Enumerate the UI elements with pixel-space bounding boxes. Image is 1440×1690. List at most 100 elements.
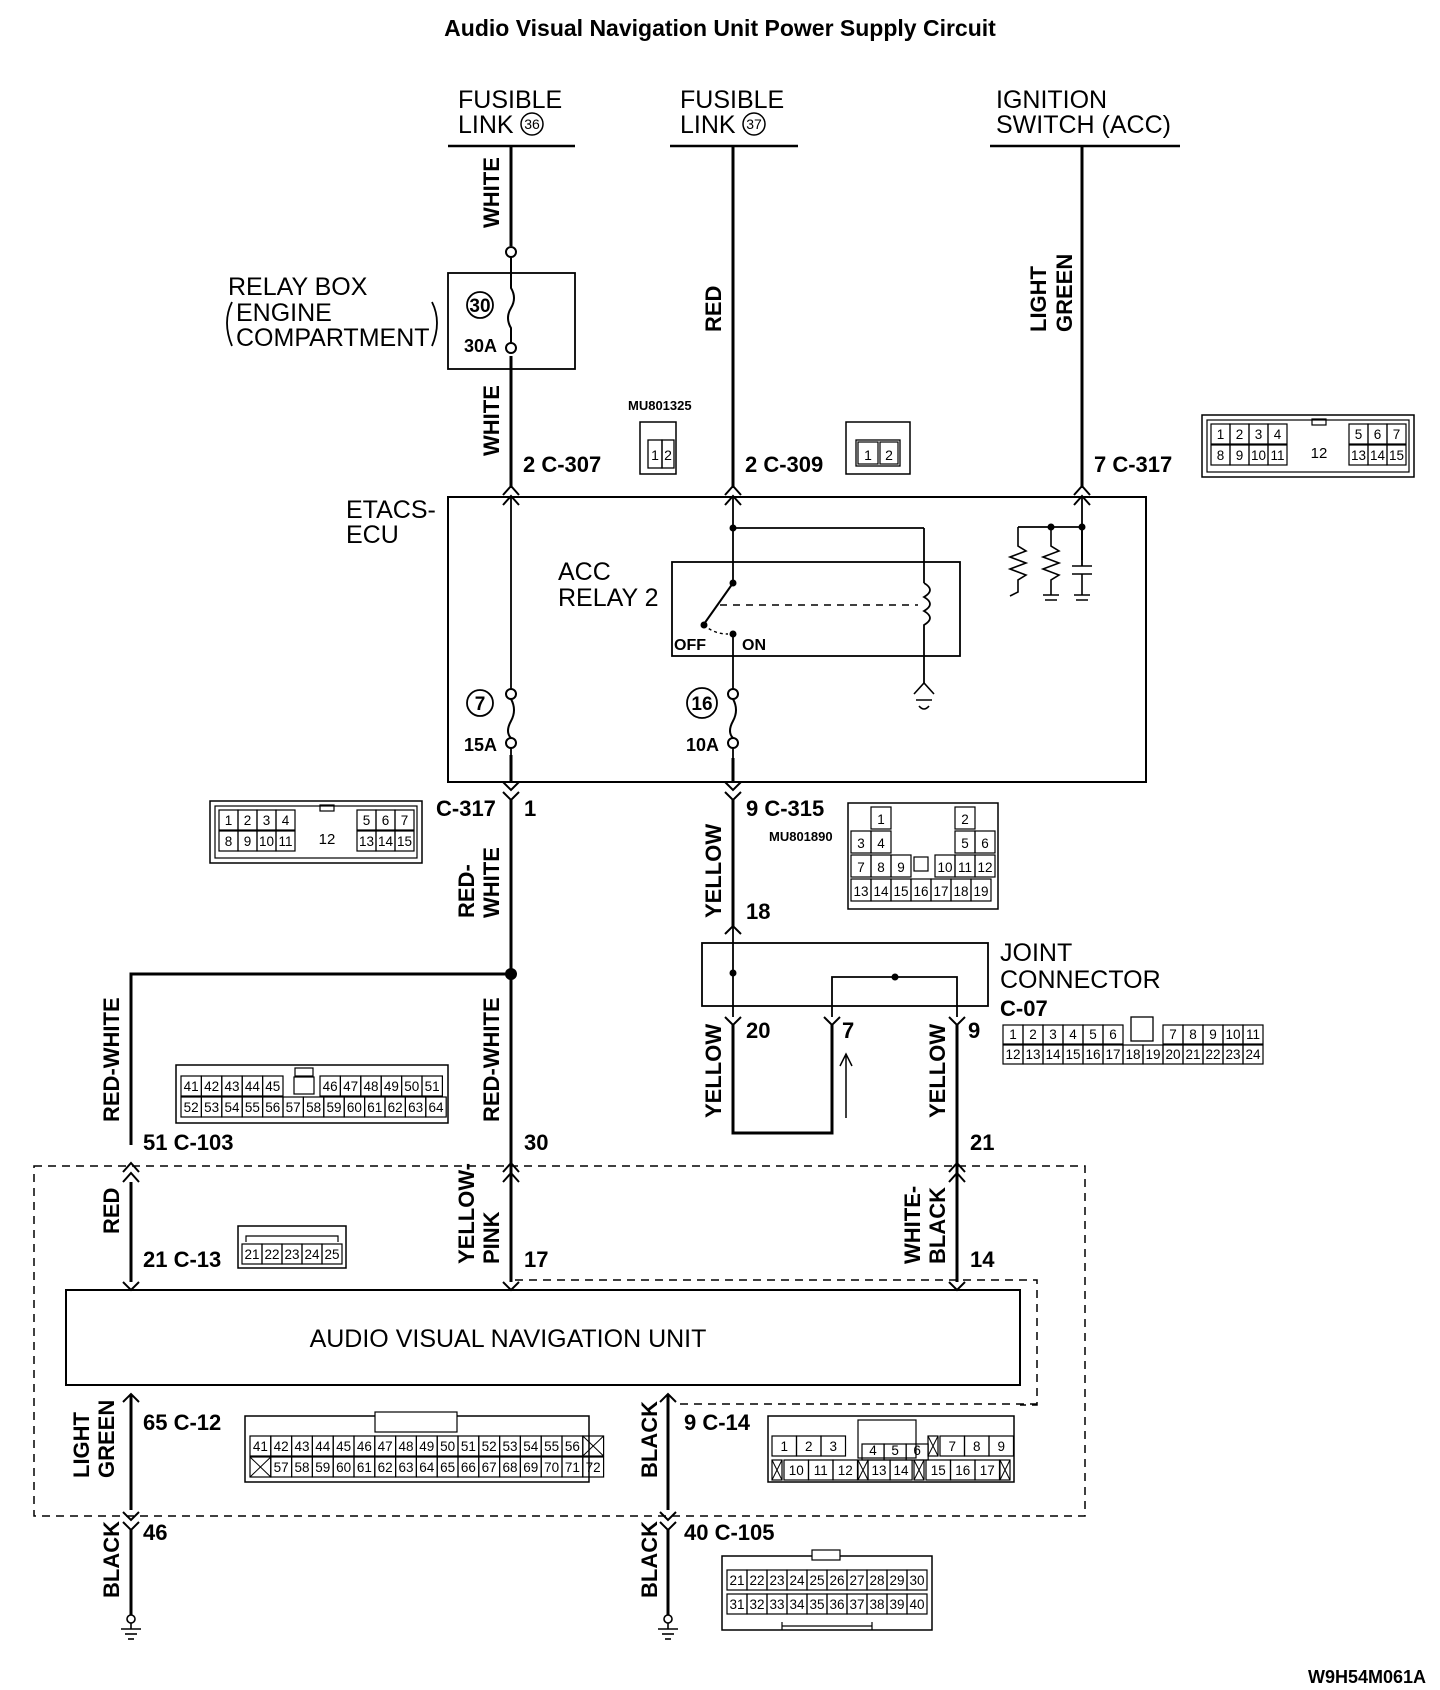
c12-pin-60: 60	[336, 1460, 351, 1475]
c317-bottom-label: C-317	[436, 796, 496, 821]
pin-30: 30	[524, 1130, 548, 1155]
c103-key	[293, 1076, 315, 1095]
c103-pin-42: 42	[204, 1079, 219, 1094]
joint-frame	[701, 942, 989, 1007]
wire-label-red-white-1b: WHITE	[479, 847, 504, 918]
c317-pin-10: 10	[259, 834, 274, 849]
fusible-link-36-badge	[520, 112, 544, 136]
c103-pin-63: 63	[408, 1100, 423, 1115]
c12-pin-69: 69	[523, 1460, 538, 1475]
c103-pin-45-cell	[261, 1075, 284, 1097]
c317-pin-14: 14	[1370, 448, 1386, 463]
c103-pin-48: 48	[363, 1079, 378, 1094]
wire-label-green: GREEN	[1052, 254, 1077, 332]
c14-pin-blank-a-blank	[927, 1435, 939, 1457]
etacs-fuse16-term-bot	[727, 737, 739, 749]
flow-arrow	[839, 1052, 853, 1118]
c103-pin-53: 53	[204, 1100, 219, 1115]
arrow-joint-7	[823, 1016, 841, 1027]
c12-pin-55: 55	[544, 1439, 559, 1454]
c105-pin-23: 23	[769, 1573, 784, 1588]
c315-pin-15: 15	[893, 884, 908, 899]
source-ignition-switch: IGNITION SWITCH (ACC)	[990, 86, 1180, 148]
c315-part: MU801890	[769, 829, 833, 844]
fusible-link-37-num: 37	[746, 116, 762, 132]
source-fusible-link-36: FUSIBLE LINK 36	[448, 86, 575, 148]
fusible-link-36-line1: FUSIBLE	[458, 86, 562, 114]
c14-pin-blank-d-cell	[913, 1459, 925, 1481]
etacs-fuse7-term-top	[505, 688, 517, 700]
etacs-fuse16-element	[729, 698, 737, 739]
arrow-c309	[724, 484, 742, 506]
c315-pin-5: 5	[961, 836, 969, 851]
c103-pin-59: 59	[326, 1100, 341, 1115]
c12-pin-58: 58	[294, 1460, 309, 1475]
c12-pin-70: 70	[544, 1460, 559, 1475]
wire-label-yellow-pink-a: YELLOW-	[454, 1163, 479, 1264]
wire-label-red-2: RED	[99, 1188, 124, 1234]
c14-pin-blank-a-cell	[927, 1435, 939, 1457]
c12-pin-X-blank	[249, 1456, 272, 1478]
arrow-c105	[659, 1511, 677, 1532]
c317-pin-1: 1	[1217, 427, 1225, 442]
joint-pin20: 20	[746, 1018, 770, 1043]
etacs-fuse16-num: 16	[691, 694, 712, 715]
arrow-pin46	[122, 1511, 140, 1532]
joint-pin-21: 21	[1185, 1047, 1200, 1062]
c14-label: 9 C-14	[684, 1410, 751, 1435]
c317-pin-7: 7	[401, 813, 409, 828]
c105-pin-39: 39	[889, 1597, 904, 1612]
c103-pin-41: 41	[184, 1079, 199, 1094]
etacs-fuse7-badge	[466, 689, 494, 717]
joint-pin-1: 1	[1009, 1027, 1017, 1042]
c14-pin-15: 15	[931, 1463, 946, 1478]
etacs-line2: ECU	[346, 521, 399, 549]
c14-pin-9: 9	[997, 1439, 1005, 1454]
c317-pin-2: 2	[1236, 427, 1244, 442]
joint-pin-24: 24	[1245, 1047, 1261, 1062]
c14-pin-10: 10	[789, 1463, 804, 1478]
c317-pin-11: 11	[278, 834, 292, 849]
c12-pin-X-cell	[582, 1435, 605, 1457]
c12-pin-72: 72	[586, 1460, 601, 1475]
c105-pin-31: 31	[729, 1597, 744, 1612]
etacs-frame	[447, 496, 1147, 783]
c12-pin-50: 50	[440, 1439, 455, 1454]
c315-pin-4: 4	[877, 836, 885, 851]
c105-outline	[721, 1555, 933, 1631]
c12-pin-59: 59	[315, 1460, 330, 1475]
etacs-fuse16-badge	[686, 687, 718, 719]
c12-pin-53: 53	[502, 1439, 517, 1454]
c103-pin-58: 58	[306, 1100, 321, 1115]
joint-pin-11-cell	[1242, 1024, 1264, 1045]
wire-label-yellow-1: YELLOW	[701, 824, 726, 918]
joint-pin-24-cell	[1242, 1044, 1264, 1065]
c12-pin-44: 44	[315, 1439, 331, 1454]
c12-pin-64: 64	[419, 1460, 435, 1475]
wire-yellow-loop	[731, 1025, 834, 1135]
relay-box-line2: ENGINE	[236, 299, 332, 327]
c105-pin-29: 29	[889, 1573, 904, 1588]
c14-pin-12: 12	[838, 1463, 853, 1478]
c105-pin-27: 27	[849, 1573, 864, 1588]
c12-pin-46: 46	[357, 1439, 372, 1454]
c317-pin-4-cell	[275, 809, 296, 831]
wire-label-black-3: BLACK	[637, 1521, 662, 1598]
c317-inner	[1206, 419, 1410, 473]
c14-pin-3: 3	[829, 1439, 837, 1454]
c307-pin1: 1	[651, 447, 659, 463]
c14-pin-14-cell	[889, 1459, 913, 1481]
c315-pin-10: 10	[937, 860, 952, 875]
c12-pin-48: 48	[398, 1439, 413, 1454]
joint-pin9: 9	[968, 1018, 980, 1043]
relay-box-left-paren	[226, 301, 233, 347]
c317-pin-13: 13	[359, 834, 374, 849]
c14-pin-blank-b-blank	[771, 1459, 783, 1481]
wire-label-white-top: WHITE	[479, 157, 504, 228]
c105-pin-40: 40	[909, 1597, 924, 1612]
c307-part: MU801325	[628, 398, 692, 413]
